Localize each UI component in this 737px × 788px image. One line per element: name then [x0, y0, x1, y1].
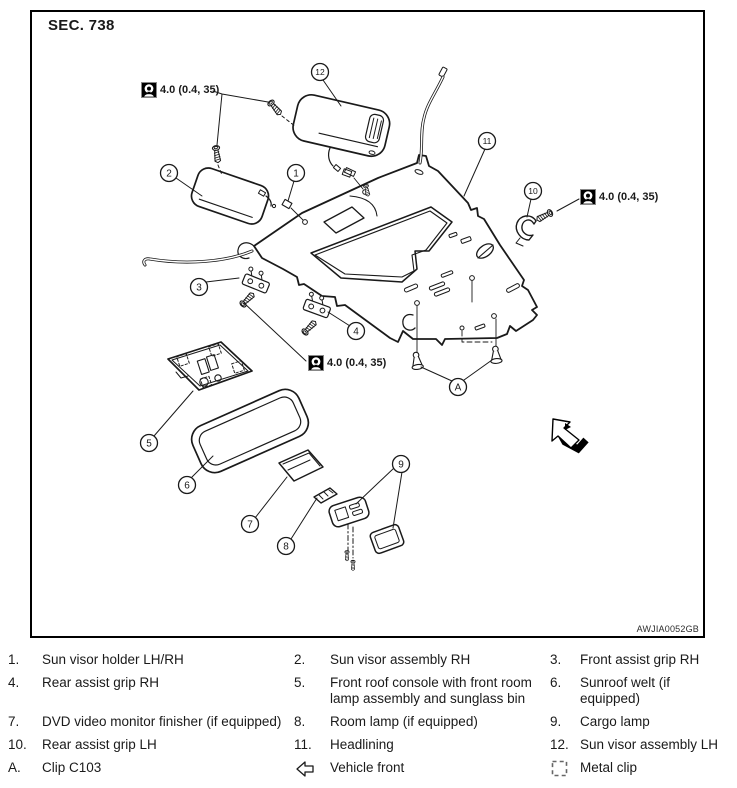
- legend-text: Clip C103: [42, 760, 102, 775]
- figure-code: AWJIA0052GB: [636, 624, 699, 634]
- svg-text:1: 1: [293, 169, 299, 180]
- callout-1: 1: [286, 163, 306, 183]
- legend-text: Sun visor assembly LH: [580, 737, 719, 752]
- legend-number: 9.: [550, 714, 562, 729]
- callout-10: 10: [523, 181, 543, 201]
- callout-12: 12: [310, 62, 330, 82]
- legend-number: 12.: [550, 737, 569, 752]
- callout-A: A: [448, 377, 468, 397]
- legend-text: Sun visor assembly RH: [330, 652, 471, 667]
- legend-number: 8.: [294, 714, 306, 729]
- legend-icon-metal-clip: [550, 760, 580, 784]
- legend-text: Rear assist grip LH: [42, 737, 157, 752]
- legend-number: 10.: [8, 737, 27, 752]
- torque-spec-label: 4.0 (0.4, 35): [141, 82, 219, 98]
- legend-text: DVD video monitor finisher (if equipped): [42, 714, 282, 729]
- legend-text: Headlining: [330, 737, 394, 752]
- torque-spec-label: 4.0 (0.4, 35): [580, 189, 658, 205]
- legend-text: Rear assist grip RH: [42, 675, 160, 690]
- svg-text:7: 7: [247, 520, 253, 531]
- vehicle-front-icon: [296, 761, 314, 777]
- torque-wrench-icon: [580, 189, 596, 205]
- callout-6: 6: [177, 475, 197, 495]
- legend-number: 7.: [8, 714, 20, 729]
- legend-text: Metal clip: [580, 760, 638, 775]
- dvd-monitor-finisher-part: [278, 449, 324, 482]
- torque-spec-label: 4.0 (0.4, 35): [308, 355, 386, 371]
- legend-number: A.: [8, 760, 21, 775]
- torque-wrench-icon: [308, 355, 324, 371]
- metal-clip-icon: [551, 760, 568, 777]
- sun-visor-rh-part: [190, 167, 277, 225]
- callout-11: 11: [477, 131, 497, 151]
- legend-text: Cargo lamp: [580, 714, 650, 729]
- svg-text:10: 10: [528, 186, 538, 196]
- legend-number: 5.: [294, 675, 306, 690]
- legend-icon-vehicle-front: [294, 760, 330, 784]
- callout-9: 9: [391, 454, 411, 474]
- headlining-part: [142, 66, 538, 353]
- callout-3: 3: [189, 277, 209, 297]
- leader-lines: [153, 79, 580, 540]
- legend-text: Front assist grip RH: [580, 652, 700, 667]
- sun-visor-holder-part: [281, 198, 304, 221]
- callout-4: 4: [346, 321, 366, 341]
- vehicle-front-arrow: [551, 418, 589, 454]
- svg-text:4: 4: [353, 327, 359, 338]
- cargo-lamp-part: [328, 496, 405, 571]
- svg-text:3: 3: [196, 283, 202, 294]
- legend-text: Front roof console with front room lamp …: [330, 675, 532, 706]
- svg-text:12: 12: [315, 67, 325, 77]
- legend-number: 6.: [550, 675, 562, 690]
- sun-visor-lh-part: [292, 94, 391, 198]
- front-assist-grip-rh-part: [238, 265, 274, 309]
- torque-wrench-icon-slot: [141, 82, 157, 98]
- legend-text: Sun visor holder LH/RH: [42, 652, 184, 667]
- svg-text:9: 9: [398, 460, 404, 471]
- legend-text: Vehicle front: [330, 760, 405, 775]
- svg-text:6: 6: [184, 481, 190, 492]
- svg-text:2: 2: [166, 169, 172, 180]
- legend-text: Sunroof welt (if equipped): [580, 675, 671, 706]
- legend-number: 1.: [8, 652, 20, 667]
- parts-legend: 1. Sun visor holder LH/RH 2. Sun visor asse…: [0, 652, 737, 784]
- torque-wrench-icon-slot: [580, 189, 596, 205]
- svg-text:8: 8: [283, 542, 289, 553]
- legend-number: 2.: [294, 652, 306, 667]
- callout-2: 2: [159, 163, 179, 183]
- torque-wrench-icon-slot: [308, 355, 324, 371]
- legend-text: Room lamp (if equipped): [330, 714, 478, 729]
- svg-text:11: 11: [483, 136, 492, 146]
- torque-wrench-icon: [141, 82, 157, 98]
- legend-number: 4.: [8, 675, 20, 690]
- sunroof-welt-part: [190, 388, 310, 474]
- rear-assist-grip-rh-part: [300, 290, 335, 337]
- room-lamp-part: [313, 487, 338, 504]
- callout-5: 5: [139, 433, 159, 453]
- rear-assist-grip-lh-part: [515, 208, 555, 247]
- roof-console-part: [167, 341, 253, 391]
- clip-c103-part: [409, 345, 503, 371]
- visor-screws: [211, 98, 297, 176]
- legend-number: 11.: [294, 737, 312, 752]
- svg-text:A: A: [455, 383, 462, 394]
- legend-number: 3.: [550, 652, 562, 667]
- section-title: SEC. 738: [48, 17, 115, 34]
- callout-8: 8: [276, 536, 296, 556]
- svg-text:5: 5: [146, 439, 152, 450]
- callout-7: 7: [240, 514, 260, 534]
